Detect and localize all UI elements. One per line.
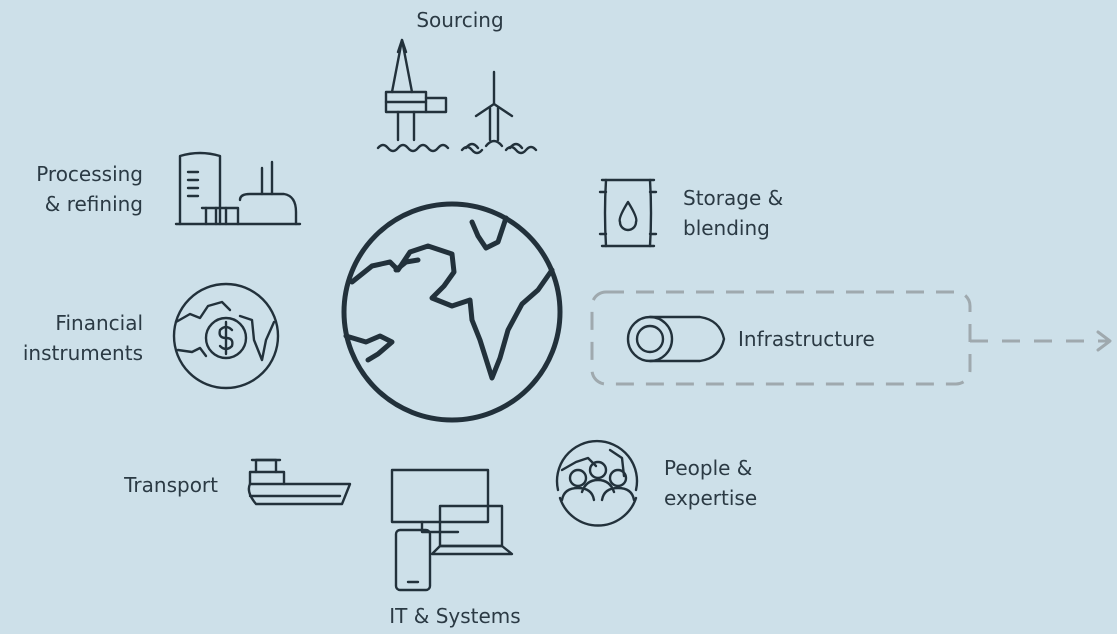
globe-icon <box>341 201 563 423</box>
sourcing-label: Sourcing <box>416 8 504 32</box>
infrastructure-label: Infrastructure <box>738 327 875 351</box>
people-expertise-label: People & expertise <box>664 456 758 510</box>
devices-icon <box>390 468 514 592</box>
refinery-icon <box>174 151 302 226</box>
transport-label: Transport <box>124 473 218 497</box>
finance-globe-icon <box>172 282 280 390</box>
storage-blending-label: Storage & blending <box>683 186 784 240</box>
infrastructure-box <box>590 290 972 386</box>
processing-refining-label: Processing & refining <box>36 162 143 216</box>
ship-icon <box>247 458 352 506</box>
people-globe-icon <box>555 439 639 527</box>
financial-instruments-label: Financial instruments <box>22 311 143 365</box>
oil-barrel-icon <box>598 178 658 248</box>
oil-rig-icon <box>376 38 450 153</box>
pipe-icon <box>626 315 726 363</box>
wind-turbine-icon <box>460 70 538 155</box>
it-systems-label: IT & Systems <box>389 604 521 628</box>
